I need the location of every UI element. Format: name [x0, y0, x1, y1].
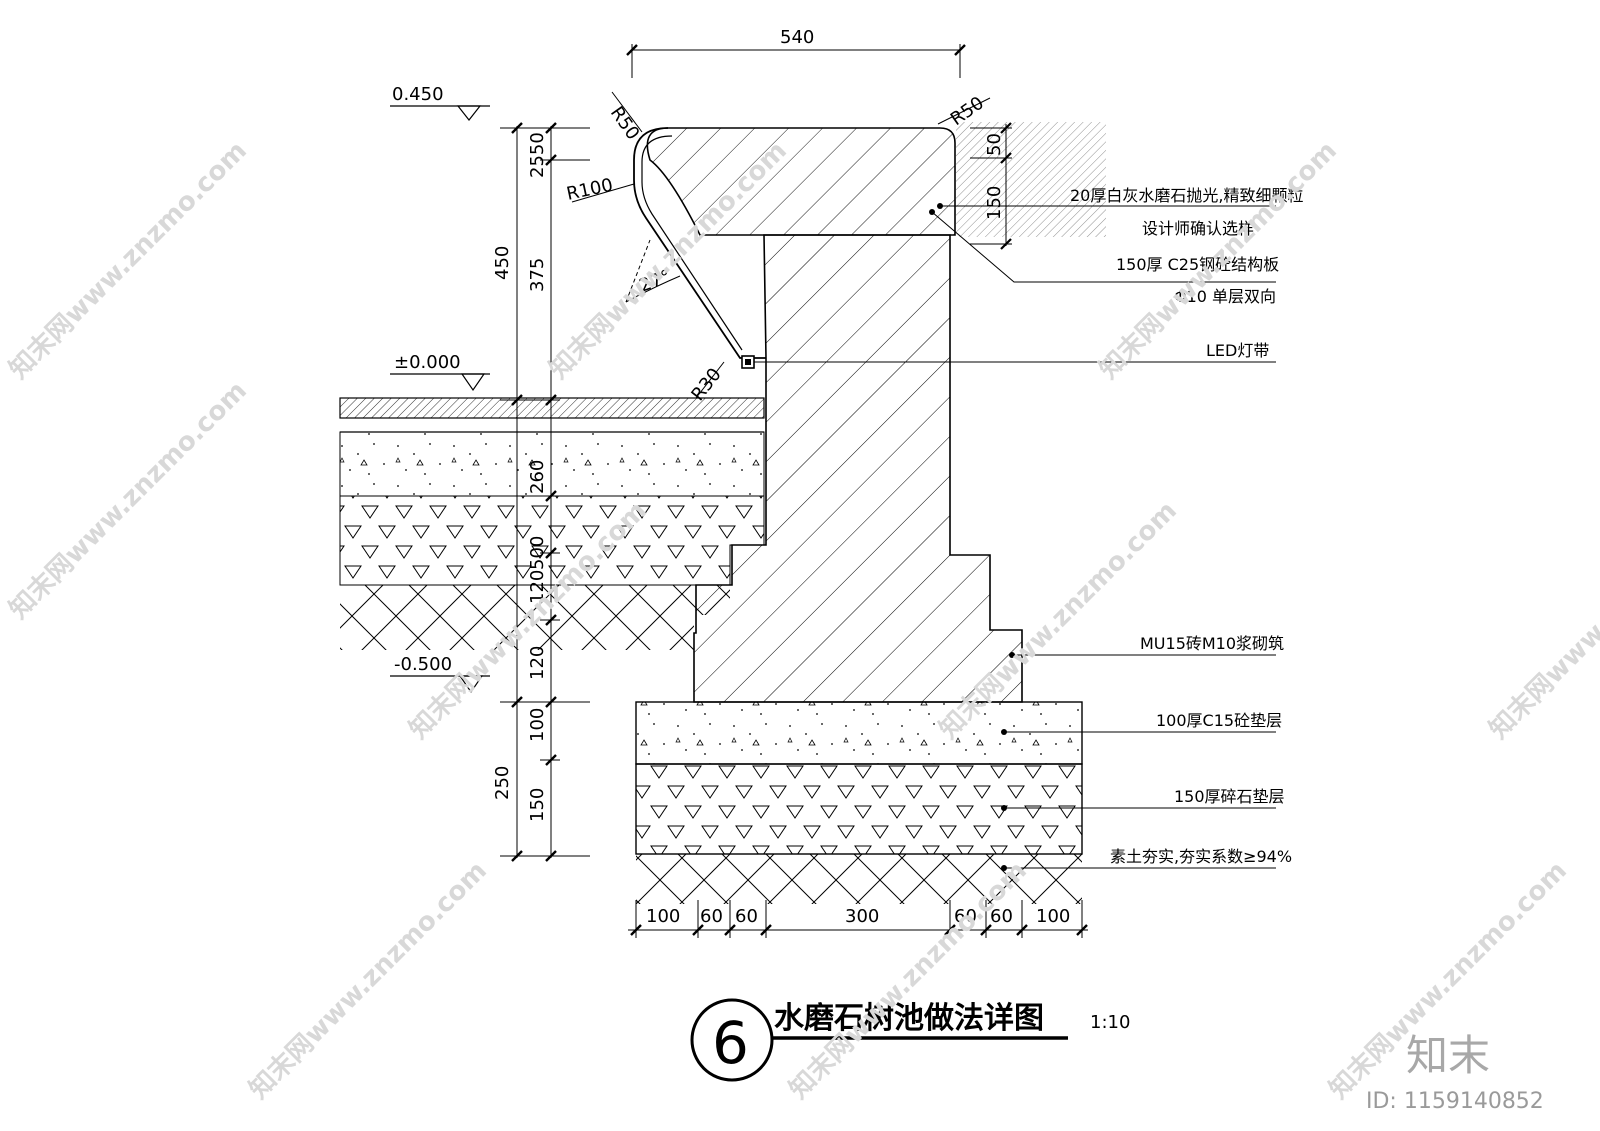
drawing-scale: 1:10 — [1090, 1012, 1130, 1033]
right-small-dimensions — [970, 122, 1012, 250]
c15-cushion — [635, 701, 1083, 765]
radius-top-left: R50 — [606, 103, 644, 144]
radius-side: R100 — [565, 175, 615, 205]
dim-b4: 300 — [845, 906, 879, 927]
note-soil: 素土夯实,夯实系数≥94% — [1110, 847, 1292, 866]
pavement-layers — [339, 397, 765, 650]
dim-100: 100 — [527, 708, 548, 742]
paving-concrete-layer — [339, 431, 765, 497]
tree-pool-wall — [633, 122, 1106, 703]
terrazzo-inner-face — [641, 135, 743, 351]
note-structural-slab: 150厚 C25钢砼结构板 — [1116, 255, 1279, 274]
terrazzo-outer-face — [633, 127, 766, 359]
leader-dots — [929, 203, 1015, 871]
foundation-layers — [635, 701, 1083, 904]
dim-250: 250 — [492, 766, 513, 800]
dim-120b: 120 — [527, 646, 548, 680]
note-brick: MU15砖M10浆砌筑 — [1140, 634, 1284, 653]
dim-b5: 60 — [954, 906, 977, 927]
watermark-text: 知末网www.znzmo.com — [244, 856, 493, 1105]
watermark-text: 知末网www.znzmo.com — [1484, 496, 1600, 745]
dim-small-150: 150 — [984, 186, 1005, 220]
dim-b1: 100 — [646, 906, 680, 927]
elevation-top: 0.450 — [390, 84, 490, 121]
notes: 20厚白灰水磨石抛光,精致细颗粒 设计师确认选样 150厚 C25钢砼结构板 Φ… — [1070, 186, 1303, 866]
note-led: LED灯带 — [1206, 341, 1269, 360]
top-dimension — [626, 44, 966, 78]
paving-soil-layer — [340, 585, 730, 650]
dim-120a: 120 — [527, 570, 548, 604]
paving-gravel-layer — [339, 495, 765, 586]
dim-500: 500 — [527, 536, 548, 570]
bottom-dimensions — [628, 900, 1088, 938]
planting-soil-hatch — [956, 122, 1106, 237]
elevation-bottom: -0.500 — [390, 654, 490, 694]
dim-540: 540 — [780, 27, 814, 48]
left-dimensions — [500, 122, 590, 862]
image-id: ID: 1159140852 — [1366, 1089, 1544, 1114]
title-block: 6 水磨石树池做法详图 1:10 — [690, 998, 1130, 1082]
dim-375: 375 — [527, 258, 548, 292]
dim-small-50: 50 — [984, 133, 1005, 156]
wall-cap — [646, 127, 956, 236]
note-c15: 100厚C15砼垫层 — [1156, 711, 1282, 730]
elev-bottom-label: -0.500 — [394, 654, 452, 675]
compacted-soil — [636, 854, 1082, 904]
elev-ground-label: ±0.000 — [394, 352, 461, 373]
dim-b3: 60 — [735, 906, 758, 927]
left-dimension-labels: 450 250 2550 375 260 500 120 120 100 150 — [492, 132, 548, 822]
note-terrazzo-2: 设计师确认选样 — [1142, 219, 1254, 238]
dim-2550: 2550 — [527, 132, 548, 178]
note-leaders — [754, 205, 1276, 869]
dim-b2: 60 — [700, 906, 723, 927]
note-rebar: Φ10 单层双向 — [1174, 287, 1276, 306]
dim-450: 450 — [492, 246, 513, 280]
brand-logo: 知末 — [1406, 1031, 1490, 1080]
dim-150: 150 — [527, 788, 548, 822]
bottom-dimension-labels: 100 60 60 300 60 60 100 — [646, 906, 1070, 927]
dim-260: 260 — [527, 460, 548, 494]
watermark-text: 知末网www.znzmo.com — [4, 136, 253, 385]
note-gravel: 150厚碎石垫层 — [1174, 787, 1285, 806]
note-terrazzo: 20厚白灰水磨石抛光,精致细颗粒 — [1070, 186, 1303, 205]
watermark-text: 知末网www.znzmo.com — [4, 376, 253, 625]
radius-leaders — [571, 91, 991, 399]
drawing-title: 水磨石树池做法详图 — [774, 1001, 1044, 1036]
dim-b6: 60 — [990, 906, 1013, 927]
elev-top-label: 0.450 — [392, 84, 444, 105]
title-number-circle — [690, 998, 774, 1082]
elevation-ground: ±0.000 — [390, 352, 490, 392]
title-number: 6 — [712, 1009, 749, 1077]
dim-b7: 100 — [1036, 906, 1070, 927]
gravel-cushion — [635, 763, 1083, 855]
